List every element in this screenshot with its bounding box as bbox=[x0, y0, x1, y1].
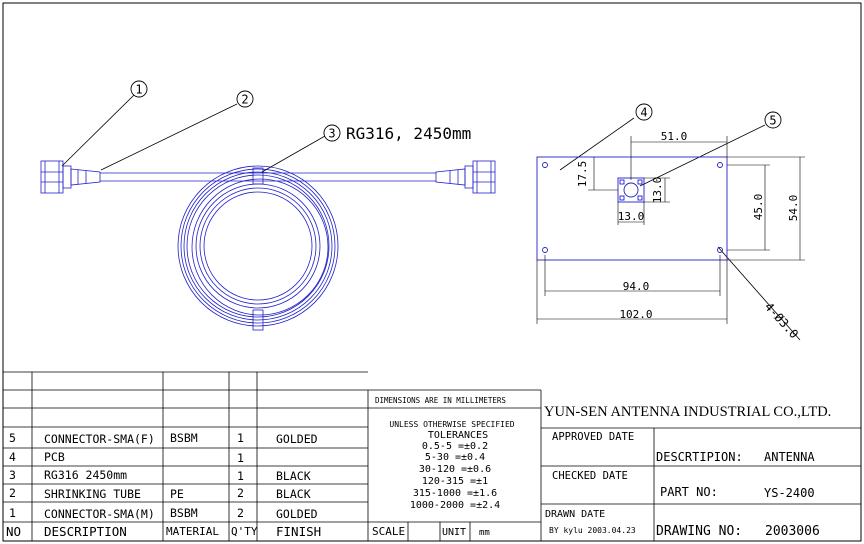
table-row: 2 SHRINKING TUBE PE 2 BLACK bbox=[9, 486, 311, 501]
svg-text:BSBM: BSBM bbox=[170, 506, 198, 520]
svg-text:NO: NO bbox=[6, 524, 21, 539]
callout-leaders bbox=[61, 94, 801, 341]
svg-text:GOLDED: GOLDED bbox=[276, 507, 318, 521]
table-row: 4 PCB 1 bbox=[9, 450, 244, 465]
svg-text:4: 4 bbox=[9, 450, 16, 464]
svg-text:1: 1 bbox=[237, 451, 244, 465]
svg-text:PCB: PCB bbox=[44, 450, 65, 464]
svg-text:MATERIAL: MATERIAL bbox=[166, 525, 219, 538]
tolerance-line: 30-120 =±0.6 bbox=[419, 464, 491, 475]
svg-text:1: 1 bbox=[237, 469, 244, 483]
dim-54: 54.0 bbox=[787, 195, 800, 222]
svg-text:PE: PE bbox=[170, 487, 184, 501]
svg-text:3: 3 bbox=[9, 468, 16, 482]
svg-text:1: 1 bbox=[9, 506, 16, 520]
description-value: ANTENNA bbox=[764, 450, 815, 464]
callout-3-number: 3 bbox=[328, 127, 335, 141]
svg-text:BLACK: BLACK bbox=[276, 487, 311, 501]
tolerances-title: TOLERANCES bbox=[428, 430, 488, 441]
company-name: YUN-SEN ANTENNA INDUSTRIAL CO.,LTD. bbox=[544, 404, 831, 420]
bom-header-row: NO DESCRIPTION MATERIAL Q'TY FINISH bbox=[6, 524, 321, 539]
drawn-by: BY kylu 2003.04.23 bbox=[549, 526, 636, 535]
checked-label: CHECKED DATE bbox=[552, 470, 628, 482]
mounting-hole bbox=[542, 247, 548, 253]
tolerance-line: 315-1000 =±1.6 bbox=[413, 488, 497, 499]
unit-label: UNIT bbox=[442, 527, 466, 538]
svg-text:SHRINKING TUBE: SHRINKING TUBE bbox=[44, 487, 141, 501]
dim-45: 45.0 bbox=[752, 194, 765, 221]
cable-coil bbox=[177, 165, 339, 331]
table-row: 1 CONNECTOR-SMA(M) BSBM 2 GOLDED bbox=[9, 506, 318, 521]
title-block: YUN-SEN ANTENNA INDUSTRIAL CO.,LTD. APPR… bbox=[541, 404, 861, 541]
svg-text:DESCRIPTION: DESCRIPTION bbox=[44, 524, 127, 539]
scale-label: SCALE bbox=[372, 525, 405, 538]
left-sma-connector bbox=[40, 160, 101, 194]
drawing-number-value: 2003006 bbox=[765, 524, 820, 539]
unless-note: UNLESS OTHERWISE SPECIFIED bbox=[389, 420, 514, 429]
sma-connector-footprint bbox=[617, 177, 645, 203]
dim-17-5: 17.5 bbox=[576, 161, 589, 188]
callout-5-number: 5 bbox=[769, 114, 776, 128]
svg-text:2: 2 bbox=[9, 486, 16, 500]
dim-94: 94.0 bbox=[623, 280, 650, 293]
dim-13-vertical: 13.0 bbox=[651, 177, 664, 204]
callout-5: 5 bbox=[764, 111, 782, 129]
pcb-dimension-lines bbox=[536, 136, 805, 324]
dim-13-horizontal: 13.0 bbox=[618, 210, 645, 223]
pcb-view: 51.0 17.5 13.0 13.0 45.0 54.0 94.0 102.0… bbox=[536, 130, 805, 342]
description-label: DESCRTIPION: bbox=[656, 450, 743, 464]
approved-label: APPROVED DATE bbox=[552, 431, 634, 443]
tolerance-line: 0.5-5 =±0.2 bbox=[422, 441, 488, 452]
part-number-label: PART NO: bbox=[660, 485, 718, 499]
part-number-value: YS-2400 bbox=[764, 486, 815, 500]
right-sma-connector bbox=[435, 160, 496, 194]
callout-1: 1 bbox=[130, 80, 148, 98]
dim-102: 102.0 bbox=[619, 308, 652, 321]
svg-text:CONNECTOR-SMA(M): CONNECTOR-SMA(M) bbox=[44, 507, 155, 521]
cable-assembly-view bbox=[40, 160, 496, 331]
table-row: 5 CONNECTOR-SMA(F) BSBM 1 GOLDED bbox=[9, 431, 318, 446]
mounting-hole bbox=[717, 247, 723, 253]
callout-4-number: 4 bbox=[640, 106, 647, 120]
svg-text:BSBM: BSBM bbox=[170, 431, 198, 445]
svg-text:RG316 2450mm: RG316 2450mm bbox=[44, 468, 127, 482]
tolerance-line: 1000-2000 =±2.4 bbox=[410, 500, 500, 511]
unit-value: mm bbox=[479, 528, 490, 538]
pcb-outline bbox=[536, 156, 728, 261]
tolerance-line: 120-315 =±1 bbox=[422, 476, 488, 487]
svg-text:Q'TY: Q'TY bbox=[231, 525, 258, 538]
callout-1-number: 1 bbox=[135, 83, 142, 97]
mounting-hole bbox=[717, 162, 723, 168]
tolerance-block: DIMENSIONS ARE IN MILLIMETERS UNLESS OTH… bbox=[368, 389, 542, 541]
dim-51: 51.0 bbox=[661, 130, 688, 143]
table-row: 3 RG316 2450mm 1 BLACK bbox=[9, 468, 311, 483]
dimensions-note: DIMENSIONS ARE IN MILLIMETERS bbox=[375, 396, 506, 405]
tolerance-line: 5-30 =±0.4 bbox=[425, 452, 485, 463]
drawing-number-label: DRAWING NO: bbox=[656, 524, 742, 539]
dim-hole-diameter: 4-Ø3.0 bbox=[762, 300, 801, 342]
svg-text:BLACK: BLACK bbox=[276, 469, 311, 483]
svg-text:GOLDED: GOLDED bbox=[276, 432, 318, 446]
svg-text:1: 1 bbox=[237, 431, 244, 445]
cable-spec-label: RG316, 2450mm bbox=[346, 124, 471, 143]
drawn-label: DRAWN DATE bbox=[545, 509, 605, 520]
callout-2-number: 2 bbox=[241, 93, 248, 107]
mounting-hole bbox=[542, 162, 548, 168]
callout-4: 4 bbox=[635, 103, 653, 121]
svg-text:2: 2 bbox=[237, 486, 244, 500]
svg-text:FINISH: FINISH bbox=[276, 524, 321, 539]
callout-2: 2 bbox=[236, 90, 254, 108]
svg-text:CONNECTOR-SMA(F): CONNECTOR-SMA(F) bbox=[44, 432, 155, 446]
bom-rows: 5 CONNECTOR-SMA(F) BSBM 1 GOLDED 4 PCB 1… bbox=[6, 431, 321, 539]
svg-text:2: 2 bbox=[237, 506, 244, 520]
callout-3: 3 RG316, 2450mm bbox=[323, 124, 471, 143]
bom-table bbox=[3, 371, 369, 541]
svg-text:5: 5 bbox=[9, 431, 16, 445]
